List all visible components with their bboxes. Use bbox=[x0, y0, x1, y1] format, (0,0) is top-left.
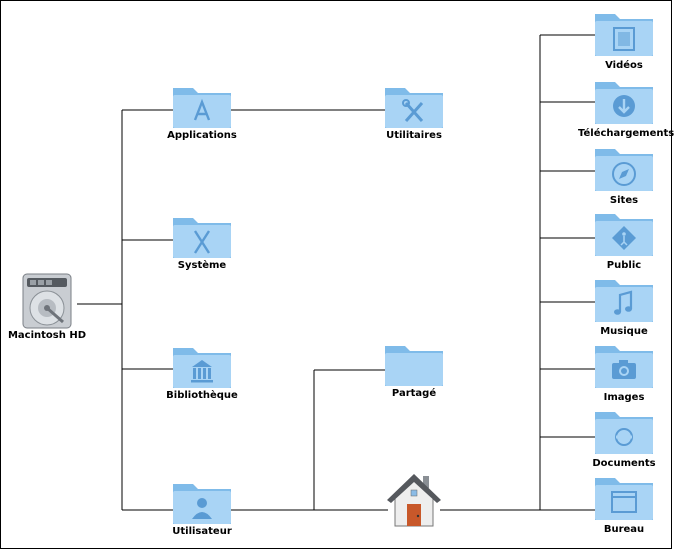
node-label: Applications bbox=[167, 130, 237, 141]
node-utilitaires[interactable]: Utilitaires bbox=[372, 82, 456, 142]
node-label: Partagé bbox=[391, 388, 437, 399]
desktop-folder-icon bbox=[595, 478, 653, 520]
node-utilisateur[interactable]: Utilisateur bbox=[160, 478, 244, 538]
node-label: Vidéos bbox=[605, 60, 643, 71]
node-label: Musique bbox=[600, 326, 648, 337]
node-telechargements[interactable]: Téléchargements bbox=[578, 80, 674, 140]
node-label: Public bbox=[606, 260, 642, 271]
documents-folder-icon bbox=[595, 412, 653, 454]
node-bureau[interactable]: Bureau bbox=[582, 476, 666, 536]
node-musique[interactable]: Musique bbox=[582, 278, 666, 338]
home-icon bbox=[387, 474, 441, 527]
public-folder-icon bbox=[595, 214, 653, 256]
library-folder-icon bbox=[173, 348, 231, 388]
downloads-folder-icon bbox=[595, 82, 653, 124]
node-label: Sites bbox=[609, 195, 639, 206]
music-folder-icon bbox=[595, 280, 653, 322]
node-videos[interactable]: Vidéos bbox=[582, 12, 666, 72]
node-home[interactable] bbox=[384, 470, 444, 530]
node-bibliotheque[interactable]: Bibliothèque bbox=[160, 342, 244, 402]
node-label: Images bbox=[603, 392, 645, 403]
camera-folder-icon bbox=[595, 346, 653, 388]
node-applications[interactable]: Applications bbox=[160, 82, 244, 142]
node-public[interactable]: Public bbox=[582, 212, 666, 272]
node-label: Téléchargements bbox=[578, 128, 674, 139]
applications-folder-icon bbox=[173, 88, 231, 128]
node-label: Système bbox=[177, 260, 227, 271]
shared-folder-icon bbox=[385, 346, 443, 386]
node-partage[interactable]: Partagé bbox=[372, 340, 456, 400]
hard-drive-icon bbox=[22, 273, 72, 329]
node-label: Bureau bbox=[603, 524, 645, 535]
node-sites[interactable]: Sites bbox=[582, 147, 666, 207]
node-label: Utilitaires bbox=[386, 130, 442, 141]
node-macintosh-hd[interactable]: Macintosh HD bbox=[4, 270, 90, 342]
user-folder-icon bbox=[173, 484, 231, 524]
node-label: Bibliothèque bbox=[166, 390, 238, 401]
node-label: Macintosh HD bbox=[7, 330, 87, 341]
node-documents[interactable]: Documents bbox=[582, 410, 666, 470]
movies-folder-icon bbox=[595, 14, 653, 56]
node-systeme[interactable]: Système bbox=[160, 212, 244, 272]
node-images[interactable]: Images bbox=[582, 344, 666, 404]
system-folder-icon bbox=[173, 218, 231, 258]
compass-folder-icon bbox=[595, 149, 653, 191]
node-label: Documents bbox=[592, 458, 656, 469]
node-label: Utilisateur bbox=[172, 526, 232, 537]
utilities-folder-icon bbox=[385, 88, 443, 128]
